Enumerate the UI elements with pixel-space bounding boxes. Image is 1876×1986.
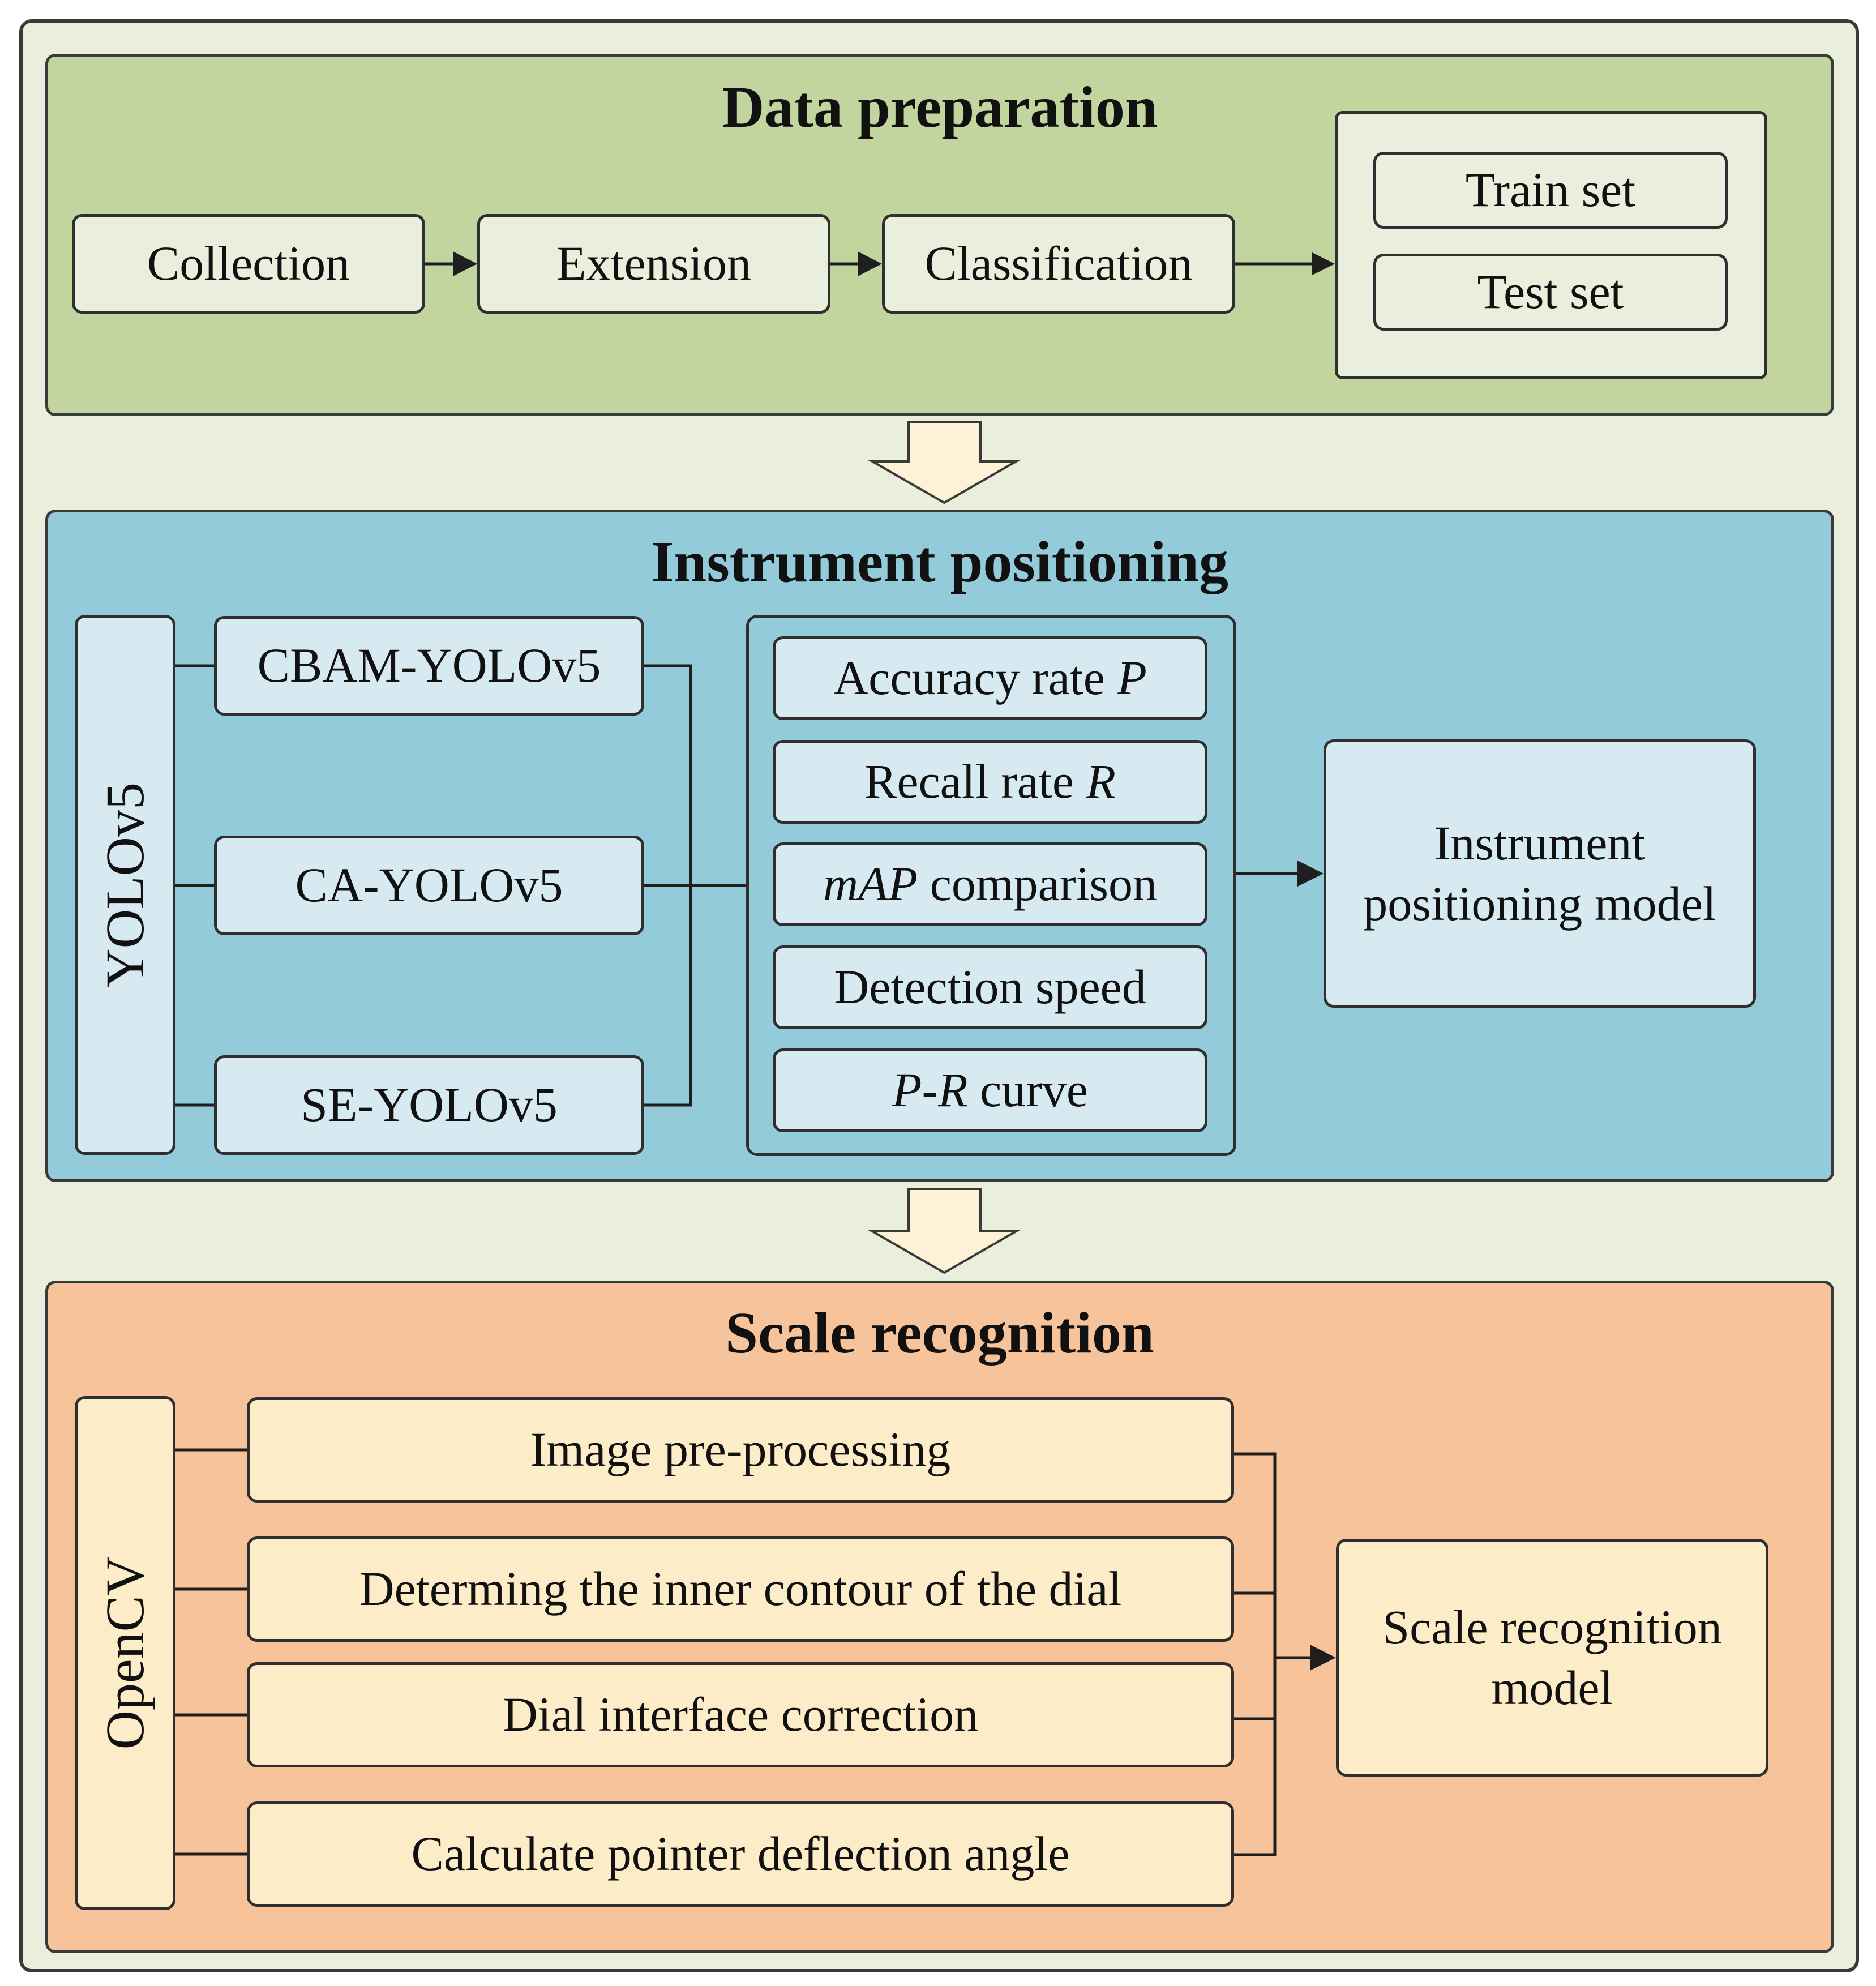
collection-box: Collection: [72, 214, 425, 314]
arrowhead-1: [453, 251, 477, 276]
extension-box: Extension: [477, 214, 830, 314]
arrowhead-2: [858, 251, 882, 276]
arrowhead-4: [1297, 861, 1324, 887]
metric-accuracy-symbol: P: [1117, 650, 1147, 705]
ca-yolov5-box: CA-YOLOv5: [214, 836, 644, 935]
instrument-positioning-title: Instrument positioning: [651, 529, 1228, 594]
arrowhead-3: [1312, 252, 1335, 275]
classification-box: Classification: [882, 214, 1235, 314]
scale-recognition-title: Scale recognition: [725, 1300, 1154, 1366]
metric-accuracy-text: Accuracy rate: [833, 650, 1117, 705]
inner-contour-box: Determing the inner contour of the dial: [247, 1536, 1234, 1642]
data-preparation-title: Data preparation: [722, 75, 1158, 140]
opencv-base-box: OpenCV: [75, 1396, 175, 1910]
scale-recognition-model-box: Scale recognition model: [1336, 1539, 1768, 1777]
metric-detection-text: Detection speed: [834, 960, 1146, 1015]
metric-pr-text: curve: [967, 1063, 1089, 1118]
dial-correction-box: Dial interface correction: [247, 1662, 1234, 1767]
metric-recall-rate: Recall rate R: [773, 740, 1207, 824]
test-set-box: Test set: [1373, 254, 1728, 331]
pointer-angle-box: Calculate pointer deflection angle: [247, 1801, 1234, 1907]
yolov5-base-box: YOLOv5: [75, 615, 175, 1155]
arrowhead-5: [1310, 1645, 1336, 1671]
metric-accuracy-rate: Accuracy rate P: [773, 636, 1207, 720]
se-yolov5-box: SE-YOLOv5: [214, 1055, 644, 1155]
cbam-yolov5-box: CBAM-YOLOv5: [214, 616, 644, 716]
metric-map-symbol: mAP: [823, 857, 918, 911]
flow-arrow-2: [868, 1188, 1021, 1274]
instrument-positioning-model-box: Instrument positioning model: [1324, 739, 1756, 1008]
metric-recall-symbol: R: [1086, 754, 1116, 809]
metrics-container: [746, 615, 1236, 1156]
metric-recall-text: Recall rate: [864, 754, 1086, 809]
metric-map-comparison: mAP comparison: [773, 842, 1207, 926]
image-preprocessing-box: Image pre-processing: [247, 1397, 1234, 1503]
train-set-box: Train set: [1373, 152, 1728, 229]
metric-map-text: comparison: [918, 857, 1157, 911]
flow-arrow-1: [868, 421, 1021, 504]
metric-detection-speed: Detection speed: [773, 945, 1207, 1029]
steps-bracket: [1234, 1452, 1277, 1856]
metric-pr-symbol: P-R: [892, 1063, 968, 1118]
metric-pr-curve: P-R curve: [773, 1048, 1207, 1132]
